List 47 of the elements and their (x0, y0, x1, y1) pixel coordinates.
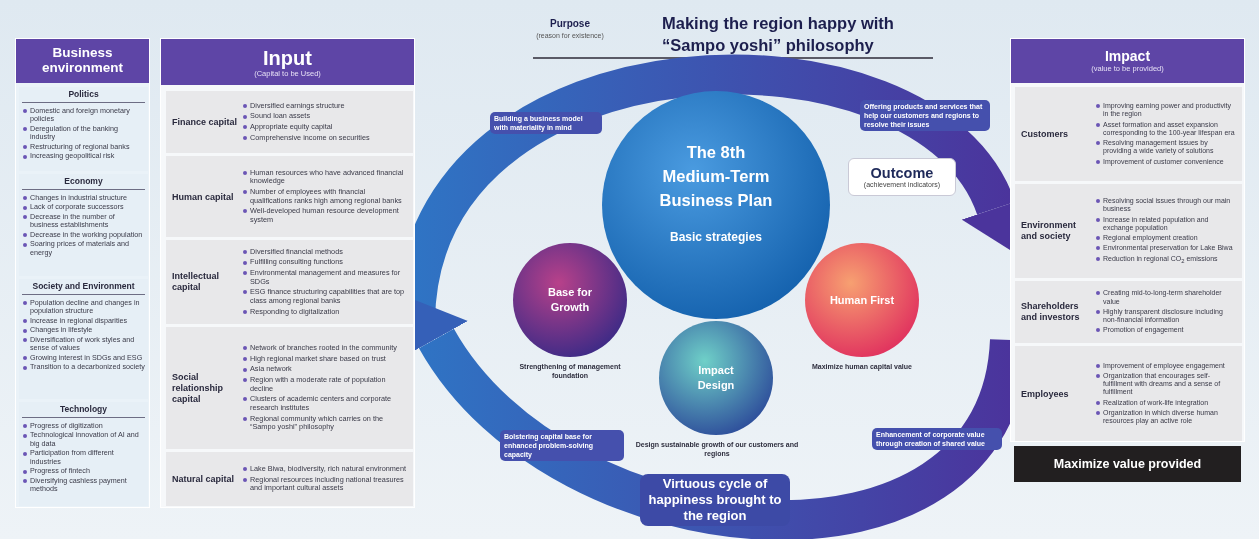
info-panel (1010, 38, 1245, 442)
circle-title: Human First (828, 292, 896, 308)
section-heading: Society and Environment (22, 281, 145, 295)
info-panel (15, 38, 150, 508)
panel-title: Impact (1104, 48, 1151, 65)
category-row (1015, 281, 1242, 343)
section-label: Purpose (549, 17, 591, 30)
strategy-circle (512, 242, 628, 358)
category-section (19, 174, 148, 276)
section-heading: Economy (22, 176, 145, 190)
category-row (1015, 184, 1242, 278)
category-row (1015, 87, 1242, 181)
strategy-circle (658, 320, 774, 436)
category-row (166, 240, 413, 324)
panel-title: Business environment (41, 46, 124, 76)
category-row (166, 156, 413, 237)
section-heading: Politics (22, 89, 145, 103)
outcome-box (848, 158, 956, 196)
category-section (19, 87, 148, 171)
row-heading: Social relationship capital (172, 371, 224, 405)
row-heading: Environment and society (1021, 220, 1077, 242)
row-heading: Natural capital (172, 473, 236, 485)
circle-title: The 8th Medium-Term Business Plan (658, 142, 774, 211)
panel-title: Input (263, 46, 312, 69)
row-heading: Customers (1021, 128, 1069, 140)
row-heading: Human capital (172, 191, 235, 202)
category-section (19, 402, 148, 506)
circle-title: Impact Design (696, 363, 736, 393)
box-title: Outcome (870, 165, 934, 182)
category-row (1015, 346, 1242, 441)
row-heading: Intellectual capital (172, 271, 220, 293)
category-section (19, 279, 148, 399)
strategy-circle (804, 242, 920, 358)
circle-title: Base for Growth (547, 285, 593, 315)
page-title: Making the region happy with “Sampo yoshi” philosophy (662, 13, 895, 56)
result-banner: Maximize value provided (1014, 446, 1241, 482)
category-row (166, 452, 413, 506)
cycle-label: Virtuous cycle of happiness brought to the region (640, 474, 790, 526)
circle-subtitle: Basic strategies (669, 230, 763, 244)
category-row (166, 91, 413, 153)
row-heading: Shareholders and investors (1021, 301, 1081, 323)
category-row (166, 327, 413, 449)
row-heading: Finance capital (172, 116, 238, 128)
info-panel (160, 38, 415, 508)
plan-circle (601, 90, 831, 320)
row-heading: Employees (1021, 388, 1070, 399)
section-heading: Technology (22, 404, 145, 418)
